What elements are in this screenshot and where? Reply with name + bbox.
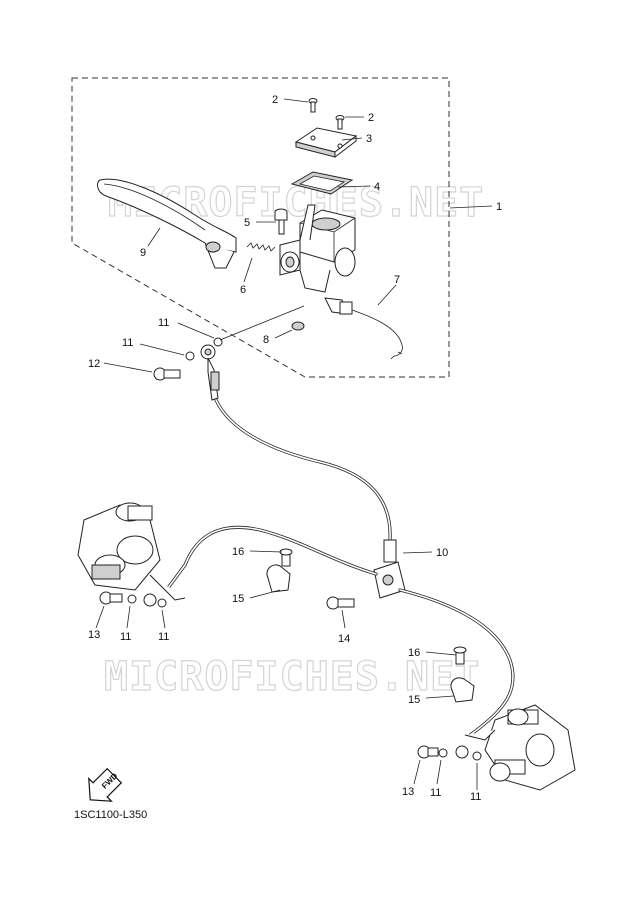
- right-brake-caliper: [464, 704, 576, 791]
- upper-brake-hose: [214, 398, 392, 542]
- callout-11c: 11: [120, 631, 131, 643]
- hose-clamp-lower: [450, 646, 475, 703]
- callout-13a: 13: [88, 629, 100, 641]
- watermark-bottom: MICROFICHES.NET: [104, 654, 480, 700]
- washer-left-b: [157, 598, 167, 608]
- hose-clamp-upper: [266, 548, 293, 593]
- brake-lever: [97, 178, 237, 269]
- screw-left: [308, 98, 318, 113]
- callout-11a: 11: [158, 317, 169, 329]
- callout-15a: 15: [232, 593, 244, 605]
- screw-right: [335, 115, 345, 130]
- callout-11d: 11: [158, 631, 169, 643]
- left-banjo-bolt: [99, 591, 123, 605]
- washer-left-a: [127, 594, 137, 604]
- upper-banjo-bolt: [153, 367, 181, 381]
- diagram-code: 1SC1100-L350: [74, 809, 147, 821]
- washer-right-b: [472, 751, 482, 761]
- upper-banjo-fitting: [200, 344, 220, 401]
- return-spring: [246, 242, 276, 252]
- assembly-outline: [71, 77, 450, 378]
- callout-10: 10: [436, 547, 448, 559]
- right-banjo-bolt: [417, 745, 439, 759]
- callout-14: 14: [338, 633, 350, 645]
- callout-5: 5: [244, 217, 250, 229]
- callout-16b: 16: [408, 647, 420, 659]
- callout-1: 1: [496, 201, 502, 213]
- boot: [291, 321, 305, 331]
- diaphragm: [290, 171, 354, 195]
- washer-right-a: [438, 748, 448, 758]
- callout-6: 6: [240, 284, 246, 296]
- callout-13b: 13: [402, 786, 414, 798]
- callout-11b: 11: [122, 337, 133, 349]
- callout-11e: 11: [430, 787, 441, 799]
- joint-bolt: [326, 596, 355, 610]
- washer-upper-a: [185, 351, 195, 361]
- callout-9: 9: [140, 247, 146, 259]
- callout-3: 3: [366, 133, 372, 145]
- left-brake-caliper: [77, 502, 186, 601]
- callout-12: 12: [88, 358, 100, 370]
- callout-7: 7: [394, 274, 400, 286]
- callout-2b: 2: [368, 112, 374, 124]
- forward-arrow-icon: FWD: [88, 767, 123, 802]
- reservoir-cap: [294, 127, 358, 159]
- pivot-bolt: [274, 208, 288, 235]
- master-cylinder-body: [279, 204, 356, 293]
- brake-switch: [324, 297, 403, 360]
- callout-15b: 15: [408, 694, 420, 706]
- callout-11f: 11: [470, 791, 481, 803]
- callout-16a: 16: [232, 546, 244, 558]
- callout-4: 4: [374, 181, 380, 193]
- callout-8: 8: [263, 334, 269, 346]
- callout-2a: 2: [272, 94, 278, 106]
- washer-upper-b: [213, 337, 223, 347]
- leader-lines: [95, 98, 493, 790]
